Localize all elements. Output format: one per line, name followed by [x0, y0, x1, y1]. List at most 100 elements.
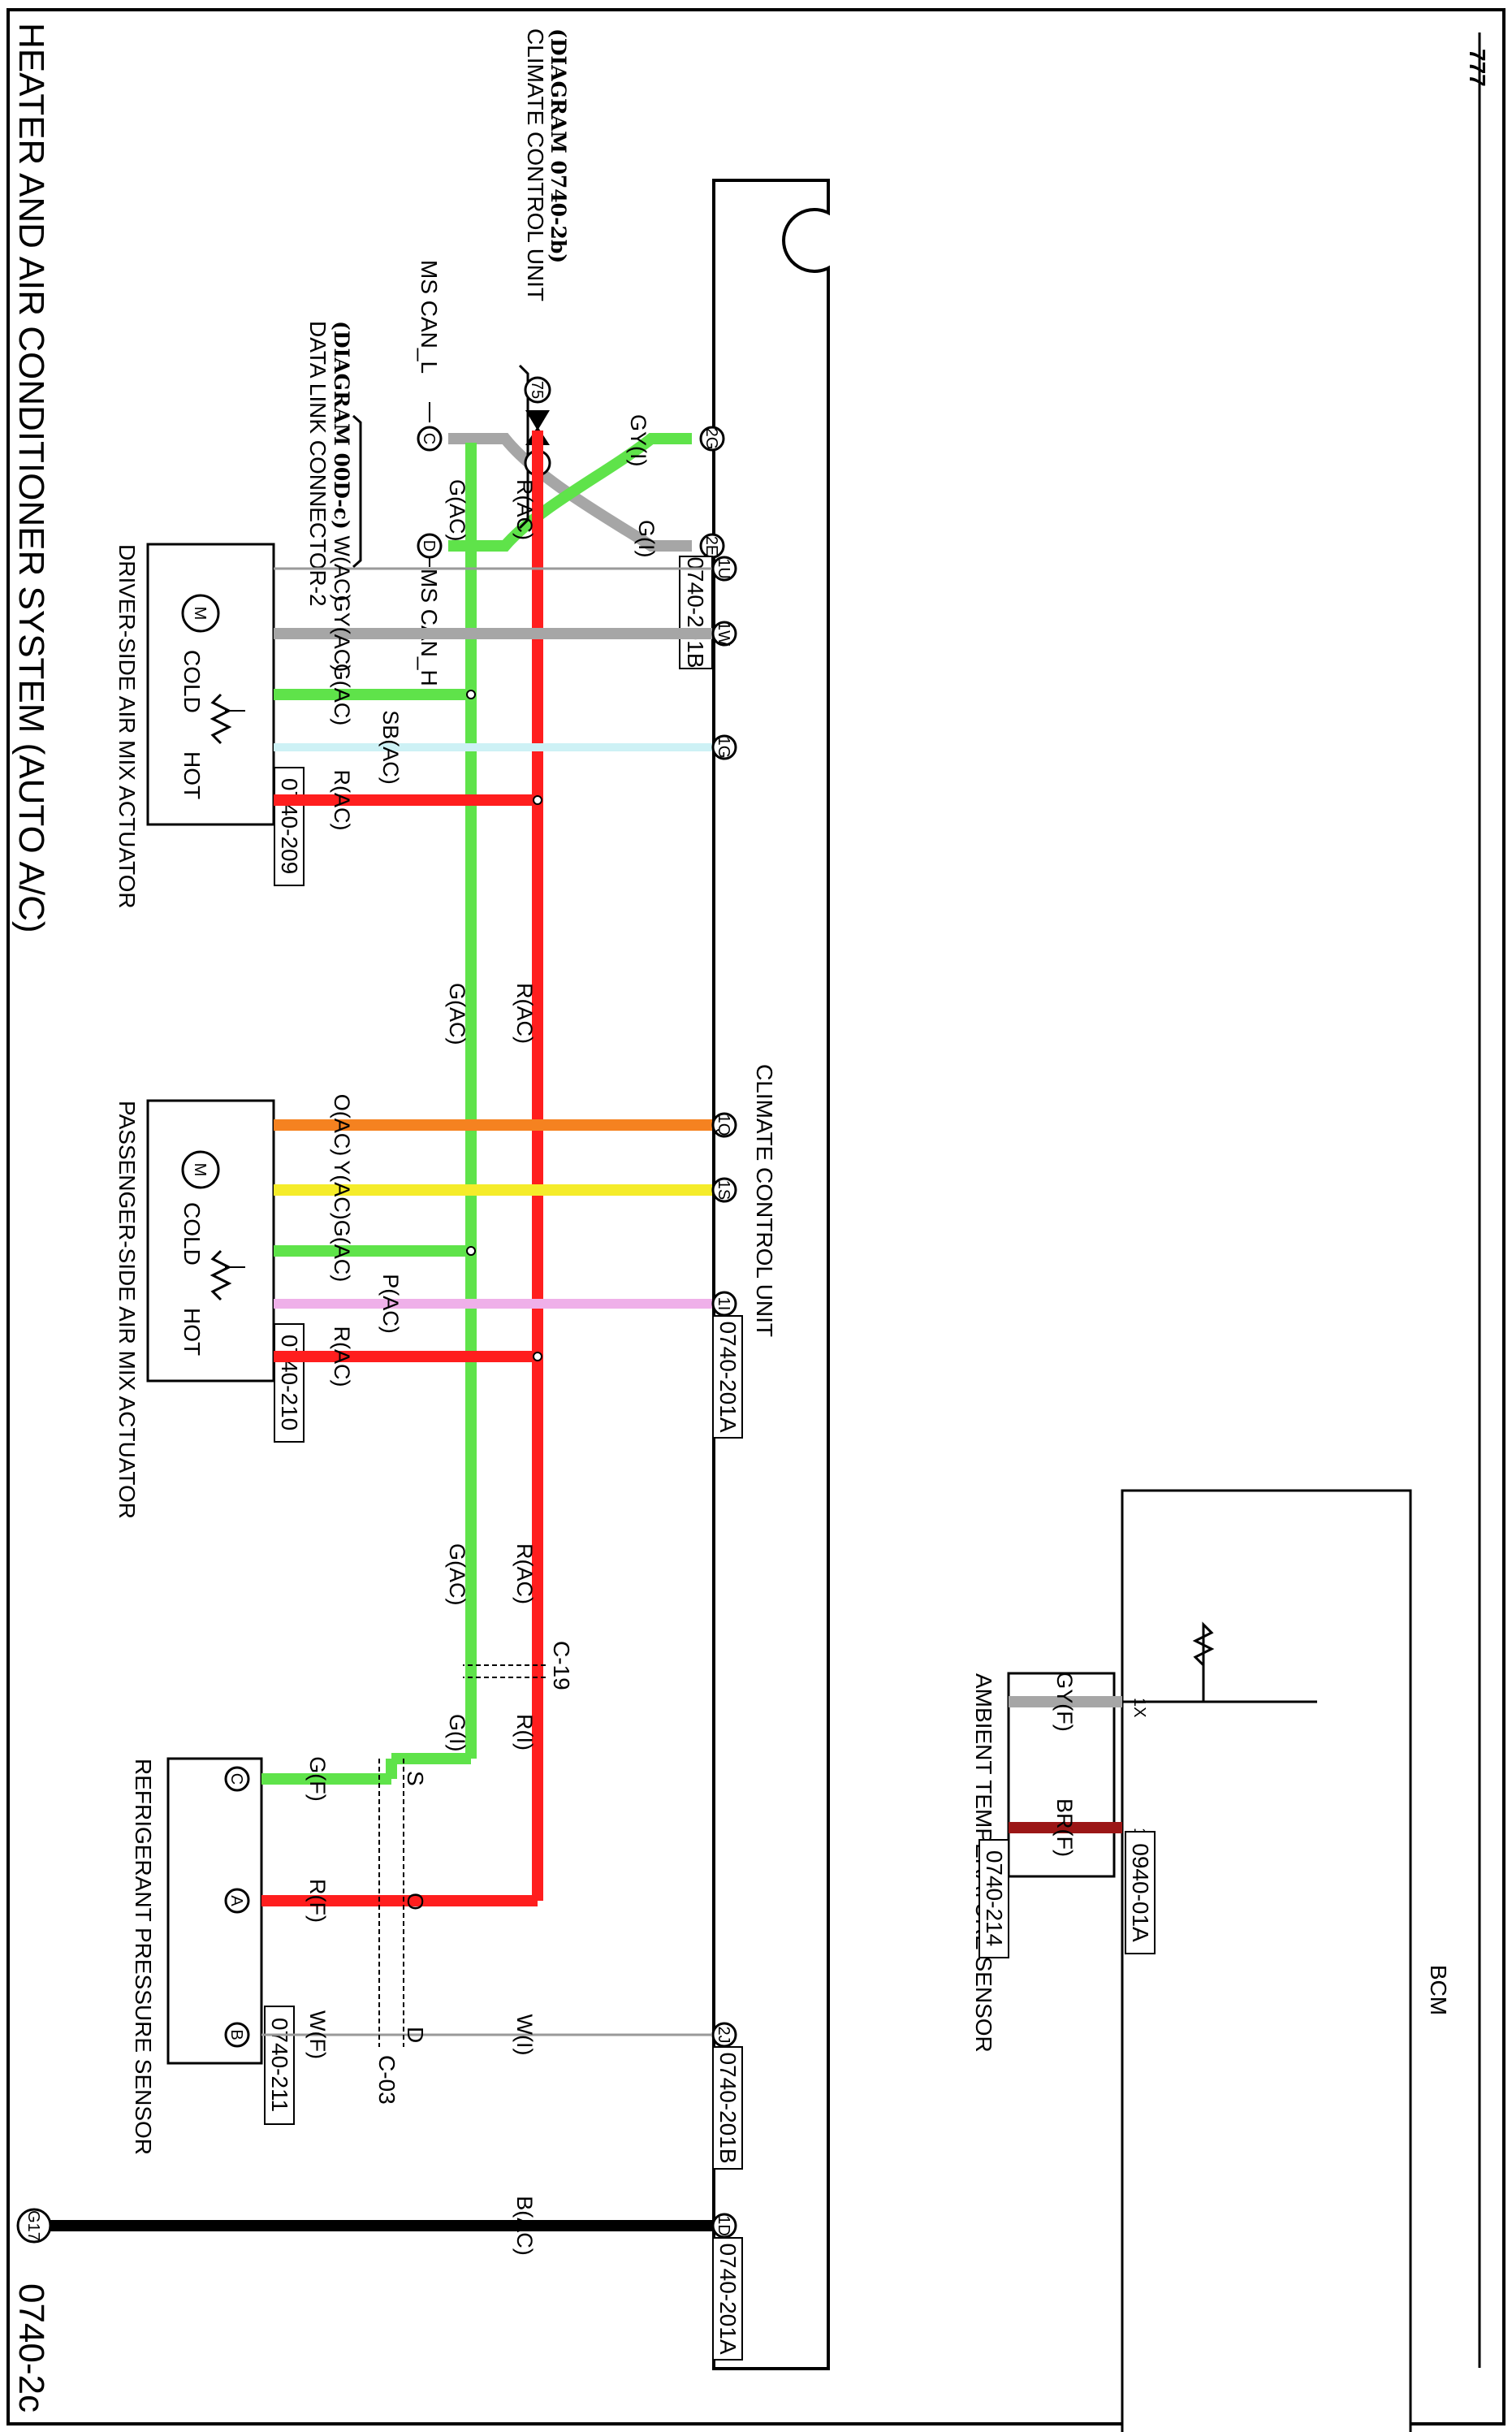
splice-g-passenger	[466, 1246, 476, 1256]
refrigerant-pin-a	[224, 1888, 250, 1914]
ccu-pins: 1U 1W 1G 1Q 1S 1I 2J 1D	[711, 556, 737, 2239]
wire-gy-i-label: GY(I)	[626, 414, 650, 467]
refrigerant-wire-r-label: R(F)	[305, 1879, 330, 1923]
passenger-connector-ref: 0740-210	[277, 1335, 302, 1430]
wire-g-ac-label-1: G(AC)	[445, 479, 469, 542]
ccu-pin-1d-label: 1D	[715, 2215, 732, 2236]
bcm-name: BCM	[1426, 1965, 1451, 2015]
splice-g-driver	[466, 690, 476, 699]
bcm-box	[1121, 1489, 1412, 2432]
wire-r-ac-label-2: R(AC)	[512, 983, 537, 1044]
wire-r-i-label: R(I)	[512, 1714, 537, 1750]
dlc-ref: (DIAGRAM 00D-c)	[330, 321, 353, 530]
driver-motor	[181, 594, 220, 633]
dlc-pin-d	[417, 533, 443, 559]
driver-wire-w-label: W(AC)	[330, 536, 354, 602]
driver-actuator-name: DRIVER-SIDE AIR MIX ACTUATOR	[114, 544, 140, 909]
passenger-wire-o-label: O(AC)	[330, 1094, 354, 1157]
driver-wire-r-label: R(AC)	[330, 770, 354, 831]
wire-gy-twisted	[448, 433, 692, 552]
passenger-actuator-box	[146, 1099, 275, 1383]
dlc-pin-c	[417, 426, 443, 452]
ccu-connector-ref-1a: 0740-201A	[715, 2243, 741, 2354]
climate-control-unit-housing	[712, 179, 830, 2370]
bcm-internal-pullup	[1122, 1621, 1215, 1703]
ccu-pin-1s	[711, 1177, 737, 1203]
joint-c19-label: C-19	[549, 1641, 574, 1690]
c03-pin-o: O	[403, 1893, 428, 1911]
driver-actuator-box	[146, 543, 275, 826]
ms-can-l-label: MS CAN_L	[417, 260, 442, 374]
splice-r-driver	[533, 795, 542, 805]
passenger-cold-label: COLD	[179, 1202, 205, 1266]
bcm-connector-ref: 0940-01A	[1128, 1843, 1153, 1942]
wire-b-ac-label: B(AC)	[512, 2196, 537, 2256]
ccu-pin-1w	[711, 621, 737, 647]
dlc-pin-d-label: D	[420, 540, 438, 552]
wire-r-ac-label-1: R(AC)	[512, 479, 537, 540]
ccu-ref-bracket	[518, 364, 529, 530]
wire-g-i-label: G(I)	[445, 1714, 469, 1752]
ccu-pin-1w-label: 1W	[715, 621, 732, 646]
driver-connector-ref: 0740-209	[277, 778, 302, 874]
refrigerant-sensor-box	[166, 1757, 263, 2065]
ccu-pin-75-label: 75	[528, 381, 546, 399]
ccu-connector-ref-1a-box	[712, 2237, 743, 2361]
wire-g-i-label: G(I)	[634, 520, 659, 558]
ambient-wire-br-label: BR(F)	[1052, 1798, 1077, 1857]
refrigerant-connector-ref: 0740-211	[267, 2018, 292, 2112]
ccu-ref-name: CLIMATE CONTROL UNIT	[523, 28, 548, 301]
refrigerant-pin-b-label: B	[227, 2029, 245, 2040]
ambient-wire-gy-label: GY(F)	[1052, 1672, 1077, 1732]
wire-g-ac-label-2: G(AC)	[445, 983, 469, 1045]
dlc-pin-2e-label: 2E	[702, 536, 720, 556]
driver-hot-label: HOT	[179, 751, 205, 799]
joint-c03-label: C-03	[374, 2055, 400, 2105]
ccu-pin-75-arrow	[525, 410, 550, 431]
driver-cold-label: COLD	[179, 650, 205, 713]
passenger-hot-label: HOT	[179, 1308, 205, 1356]
refrigerant-wire-g-label: G(F)	[305, 1756, 330, 1801]
ccu-pin-1i-label: 1I	[715, 1297, 732, 1311]
passenger-potentiometer	[210, 1249, 232, 1301]
passenger-motor	[181, 1150, 220, 1189]
passenger-wire-r-label: R(AC)	[330, 1326, 354, 1387]
dlc-pin-c-label: C	[420, 433, 438, 444]
passenger-wire-p-label: P(AC)	[378, 1274, 403, 1334]
ccu-pin-1g-label: 1G	[715, 737, 732, 759]
page-frame	[6, 8, 1506, 2426]
ccu-pin-1u-label: 1U	[715, 558, 732, 579]
dlc-pin-2g	[699, 426, 725, 452]
ccu-connector-ref-b-box	[712, 2046, 743, 2170]
c03-pin-d: D	[403, 2027, 428, 2043]
ccu-connector-ref-a-box	[712, 1315, 743, 1439]
refrigerant-pin-c	[224, 1766, 250, 1792]
driver-wire-g-label: G(AC)	[330, 664, 354, 726]
passenger-wire-g-label: G(AC)	[330, 1220, 354, 1283]
ground-g17	[16, 2208, 52, 2244]
ccu-connector-ref-a: 0740-201A	[715, 1321, 741, 1432]
ccu-ref-diagram: (DIAGRAM 0740-2b)	[546, 28, 570, 263]
ambient-connector-ref: 0740-214	[982, 1850, 1007, 1946]
dlc-connector-ref-box	[679, 556, 713, 669]
ccu-pin-75	[524, 376, 551, 404]
ms-can-h-label: MS CAN_H	[417, 569, 442, 686]
ccu-pin-1u	[711, 556, 737, 582]
page-code: 0740-2c	[11, 2283, 51, 2413]
bcm-connector-ref-box	[1125, 1831, 1156, 1954]
dlc-bracket	[352, 414, 362, 569]
ground-g17-label: G17	[24, 2210, 42, 2241]
dlc-connector-ref: 0740-201B	[683, 556, 708, 668]
passenger-motor-label: M	[191, 1163, 209, 1177]
refrigerant-wire-w-label: W(F)	[305, 2010, 330, 2059]
passenger-wire-y-label: Y(AC)	[330, 1160, 354, 1220]
driver-potentiometer	[210, 693, 232, 745]
ccu-pin-1g	[711, 734, 737, 760]
driver-motor-label: M	[191, 607, 209, 621]
wire-g-ac-label-3: G(AC)	[445, 1543, 469, 1606]
dlc-pin-2g-label: 2G	[702, 428, 720, 450]
dlc-name: DATA LINK CONNECTOR-2	[305, 321, 330, 607]
